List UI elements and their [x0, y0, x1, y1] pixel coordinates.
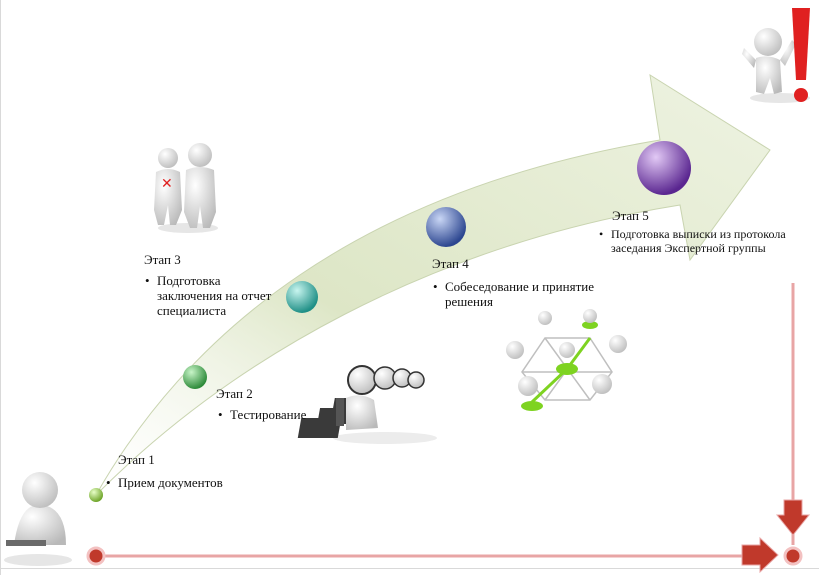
stage-5-item: Подготовка выписки из протокола заседани…	[599, 227, 806, 255]
laptop-person-icon	[4, 472, 72, 566]
stage-dot-2	[183, 365, 207, 389]
exclamation-person-icon	[742, 8, 810, 103]
stage-dot-5	[637, 141, 691, 195]
stage-1-item: Прием документов	[106, 475, 223, 490]
stage-4-item: Собеседование и принятие решения	[433, 279, 625, 309]
svg-text:✕: ✕	[161, 176, 173, 192]
stage-2-title: Этап 2	[216, 386, 253, 401]
grid-left-vertical	[0, 0, 1, 575]
curved-arrow	[95, 73, 771, 496]
two-people-icon: ✕	[154, 143, 218, 233]
stage-1-title: Этап 1	[118, 452, 155, 467]
stage-3-title: Этап 3	[144, 252, 181, 267]
stage-3-item: Подготовка заключения на отчет специалис…	[145, 273, 287, 318]
network-people-icon	[506, 309, 627, 411]
stage-dot-3	[286, 281, 318, 313]
timeline-end-dot	[783, 546, 803, 566]
stage-dot-1	[89, 488, 103, 502]
timeline-down-arrow	[775, 499, 811, 536]
timeline-start-dot	[86, 546, 106, 566]
callcenter-people-icon	[297, 365, 437, 444]
stage-5-title: Этап 5	[612, 208, 649, 223]
stage-dot-4	[426, 207, 466, 247]
stage-4-title: Этап 4	[432, 256, 469, 271]
grid-bottom	[0, 568, 819, 569]
timeline-right-arrow	[741, 536, 779, 574]
stage-2-item: Тестирование	[218, 407, 306, 422]
